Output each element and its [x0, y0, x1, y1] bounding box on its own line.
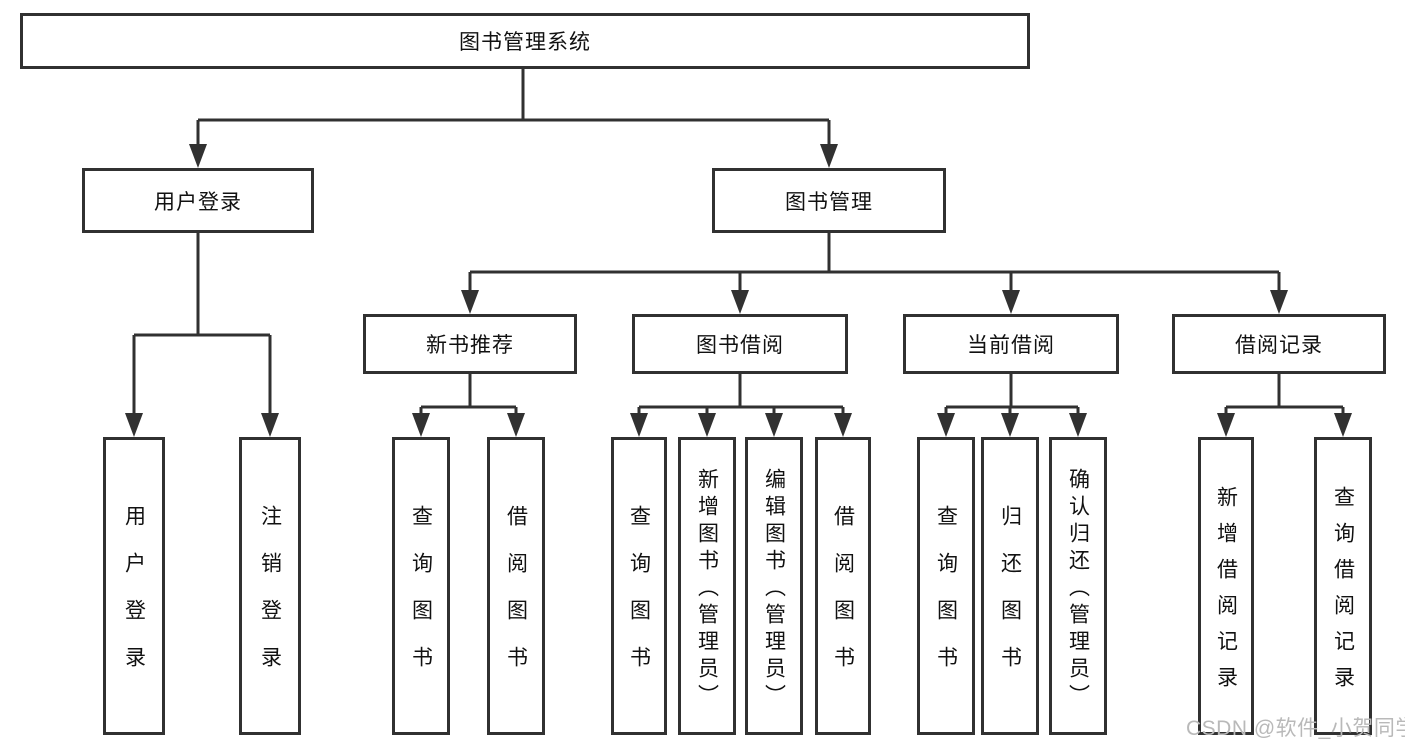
arrowhead-icon	[1334, 413, 1352, 437]
arrowhead-icon	[937, 413, 955, 437]
node-leaf-add-borrow-record-label: 新增借阅记录	[1214, 485, 1238, 702]
node-borrow-records-label: 借阅记录	[1235, 334, 1323, 357]
arrowhead-icon	[261, 413, 279, 437]
node-leaf-return-book: 归还图书	[981, 437, 1039, 735]
node-leaf-edit-book-admin-label: 编辑图书（管理员）	[762, 467, 786, 711]
node-leaf-add-borrow-record: 新增借阅记录	[1198, 437, 1254, 735]
node-leaf-query-borrow-record-label: 查询借阅记录	[1331, 485, 1355, 702]
node-leaf-add-book-admin: 新增图书（管理员）	[678, 437, 736, 735]
arrowheads-group	[125, 144, 1352, 437]
node-borrow-records: 借阅记录	[1172, 314, 1386, 374]
node-root: 图书管理系统	[20, 13, 1030, 69]
arrowhead-icon	[1001, 413, 1019, 437]
node-new-book-recommend-label: 新书推荐	[426, 334, 514, 357]
node-leaf-add-book-admin-label: 新增图书（管理员）	[695, 467, 719, 711]
watermark: CSDN @软件_小贺同学	[1186, 717, 1405, 740]
node-leaf-return-book-label: 归还图书	[998, 505, 1022, 693]
node-leaf-edit-book-admin: 编辑图书（管理员）	[745, 437, 803, 735]
node-leaf-query-books-3: 查询图书	[917, 437, 975, 735]
arrowhead-icon	[461, 290, 479, 314]
node-book-borrow-label: 图书借阅	[696, 334, 784, 357]
node-leaf-query-books-1: 查询图书	[392, 437, 450, 735]
node-user-login-label: 用户登录	[154, 190, 242, 214]
node-root-label: 图书管理系统	[459, 31, 591, 54]
node-book-management: 图书管理	[712, 168, 946, 233]
arrowhead-icon	[630, 413, 648, 437]
arrowhead-icon	[765, 413, 783, 437]
node-leaf-borrow-books-2: 借阅图书	[815, 437, 871, 735]
arrowhead-icon	[834, 413, 852, 437]
node-leaf-borrow-books-1: 借阅图书	[487, 437, 545, 735]
node-leaf-query-borrow-record: 查询借阅记录	[1314, 437, 1372, 735]
node-leaf-query-books-3-label: 查询图书	[934, 505, 958, 693]
node-leaf-logout: 注销登录	[239, 437, 301, 735]
arrowhead-icon	[189, 144, 207, 168]
node-book-borrow: 图书借阅	[632, 314, 848, 374]
node-current-borrow: 当前借阅	[903, 314, 1119, 374]
node-book-management-label: 图书管理	[785, 190, 873, 214]
node-leaf-user-login-label: 用户登录	[122, 505, 146, 693]
node-leaf-user-login: 用户登录	[103, 437, 165, 735]
node-leaf-borrow-books-1-label: 借阅图书	[504, 505, 528, 693]
arrowhead-icon	[125, 413, 143, 437]
arrowhead-icon	[1069, 413, 1087, 437]
node-leaf-query-books-2-label: 查询图书	[627, 505, 651, 693]
arrowhead-icon	[1270, 290, 1288, 314]
node-leaf-confirm-return-admin: 确认归还（管理员）	[1049, 437, 1107, 735]
node-user-login: 用户登录	[82, 168, 314, 233]
arrowhead-icon	[731, 290, 749, 314]
node-new-book-recommend: 新书推荐	[363, 314, 577, 374]
node-leaf-logout-label: 注销登录	[258, 505, 282, 693]
connector-path	[132, 69, 1345, 414]
arrowhead-icon	[412, 413, 430, 437]
node-current-borrow-label: 当前借阅	[967, 334, 1055, 357]
node-leaf-borrow-books-2-label: 借阅图书	[831, 505, 855, 693]
node-leaf-query-books-2: 查询图书	[611, 437, 667, 735]
arrowhead-icon	[1217, 413, 1235, 437]
arrowhead-icon	[1002, 290, 1020, 314]
arrowhead-icon	[507, 413, 525, 437]
node-leaf-confirm-return-admin-label: 确认归还（管理员）	[1066, 467, 1090, 711]
node-leaf-query-books-1-label: 查询图书	[409, 505, 433, 693]
arrowhead-icon	[820, 144, 838, 168]
arrowhead-icon	[698, 413, 716, 437]
